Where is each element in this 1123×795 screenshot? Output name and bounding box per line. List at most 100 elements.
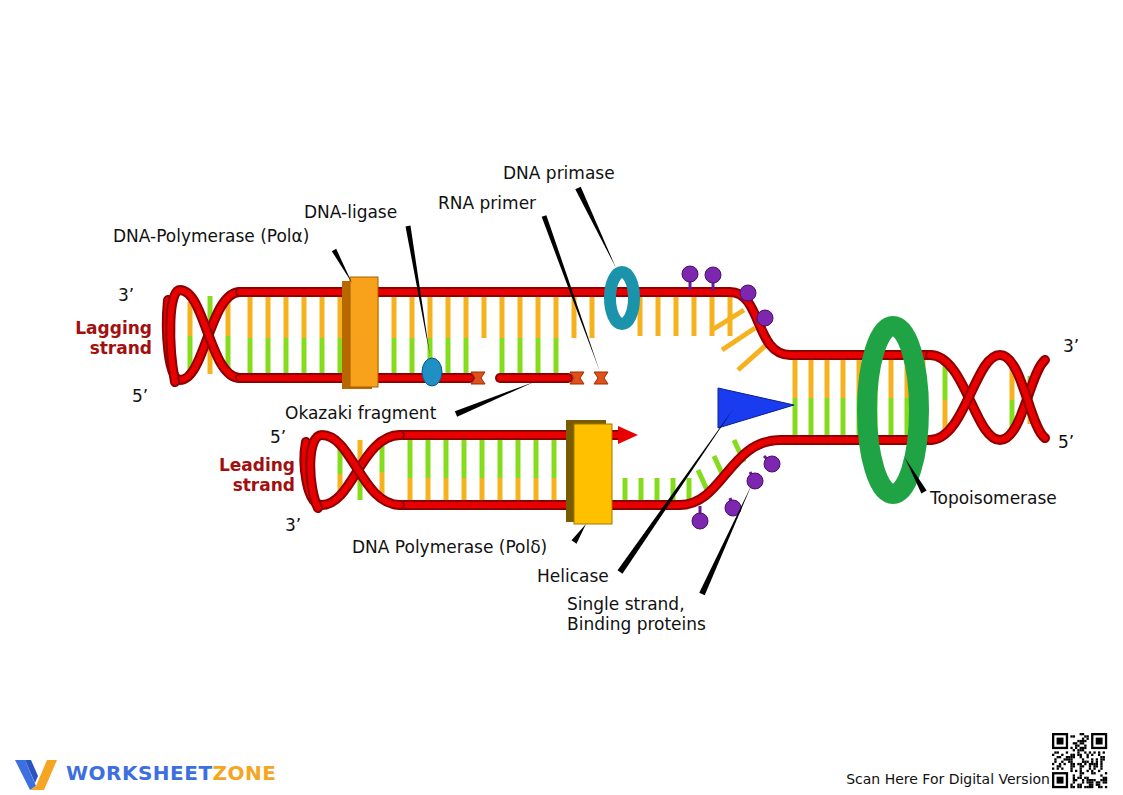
qr-module xyxy=(1080,740,1082,742)
enzyme-label: Helicase xyxy=(537,566,609,586)
qr-module xyxy=(1087,781,1089,783)
qr-module xyxy=(1075,747,1077,749)
base-pair xyxy=(825,398,830,435)
base-pair xyxy=(825,360,830,398)
base-pair xyxy=(534,478,539,500)
qr-module xyxy=(1082,772,1084,774)
qr-finder xyxy=(1054,735,1066,747)
qr-module xyxy=(1070,770,1072,772)
qr-module xyxy=(1070,784,1072,786)
qr-module xyxy=(1068,761,1070,763)
base-pair xyxy=(428,297,433,338)
qr-module xyxy=(1073,735,1075,737)
qr-finder xyxy=(1052,733,1068,749)
base-pair xyxy=(639,478,644,500)
base-pair xyxy=(809,398,814,435)
base-pair xyxy=(392,297,397,338)
dna-strand xyxy=(310,435,400,508)
qr-module xyxy=(1080,749,1082,751)
qr-module xyxy=(1100,765,1102,767)
qr-module xyxy=(1093,763,1095,765)
qr-module xyxy=(1082,740,1084,742)
qr-module xyxy=(1080,770,1082,772)
qr-module xyxy=(1073,777,1075,779)
qr-module xyxy=(1100,774,1102,776)
qr-module xyxy=(1093,765,1095,767)
qr-module xyxy=(1091,763,1093,765)
qr-module xyxy=(1082,742,1084,744)
dna-strand xyxy=(170,290,240,382)
base-pair xyxy=(590,297,595,338)
base-pair xyxy=(692,297,697,336)
qr-module xyxy=(1091,754,1093,756)
qr-module xyxy=(1084,786,1086,788)
qr-module xyxy=(1096,758,1098,760)
qr-module xyxy=(1089,768,1091,770)
qr-module xyxy=(1070,761,1072,763)
qr-module xyxy=(1080,768,1082,770)
qr-finder xyxy=(1096,738,1103,745)
qr-module xyxy=(1089,781,1091,783)
qr-module xyxy=(1077,745,1079,747)
base-pair xyxy=(687,478,692,500)
logo-wordmark: WORKSHEETZONE xyxy=(66,760,276,786)
qr-module xyxy=(1073,765,1075,767)
dna-ligase xyxy=(422,358,442,386)
qr-module xyxy=(1103,758,1105,760)
leader-line xyxy=(905,458,927,493)
qr-module xyxy=(1105,772,1107,774)
base-pair xyxy=(500,338,505,373)
qr-module xyxy=(1082,749,1084,751)
logo-mark xyxy=(25,760,38,783)
qr-module xyxy=(1103,781,1105,783)
qr-module xyxy=(1091,784,1093,786)
base-pair xyxy=(516,440,521,478)
qr-module xyxy=(1105,779,1107,781)
qr-module xyxy=(1075,745,1077,747)
qr-module xyxy=(1098,751,1100,753)
base-pair xyxy=(534,440,539,478)
qr-module xyxy=(1075,742,1077,744)
qr-module xyxy=(1093,751,1095,753)
qr-module xyxy=(1080,733,1082,735)
base-pair xyxy=(426,478,431,500)
qr-module xyxy=(1091,761,1093,763)
qr-module xyxy=(1096,781,1098,783)
base-pair xyxy=(320,297,325,338)
strand-name: Lagging strand xyxy=(62,318,152,358)
ssb-protein xyxy=(705,267,721,283)
qr-finder xyxy=(1093,735,1105,747)
qr-module xyxy=(1057,756,1059,758)
base-pair xyxy=(674,297,679,336)
qr-module xyxy=(1082,747,1084,749)
qr-module xyxy=(1084,740,1086,742)
qr-module xyxy=(1087,738,1089,740)
qr-module xyxy=(1066,758,1068,760)
qr-module xyxy=(1098,770,1100,772)
qr-module xyxy=(1073,781,1075,783)
qr-module xyxy=(1080,747,1082,749)
base-pair xyxy=(426,440,431,478)
qr-module xyxy=(1077,784,1079,786)
base-pair xyxy=(498,478,503,500)
qr-module xyxy=(1057,768,1059,770)
base-pair xyxy=(444,440,449,478)
enzyme-label: DNA primase xyxy=(503,163,615,183)
base-pair xyxy=(338,338,343,373)
leader-lines xyxy=(332,187,927,596)
qr-module xyxy=(1073,779,1075,781)
qr-module xyxy=(1100,763,1102,765)
qr-module xyxy=(1082,738,1084,740)
base-pair xyxy=(656,297,661,336)
base-pair xyxy=(480,440,485,478)
qr-module xyxy=(1080,784,1082,786)
qr-module xyxy=(1103,777,1105,779)
qr-module xyxy=(1098,784,1100,786)
logo-text: ZONE xyxy=(213,760,277,786)
strand-name: Leading strand xyxy=(205,455,295,495)
qr-module xyxy=(1087,761,1089,763)
rna-primer xyxy=(594,372,608,384)
qr-module xyxy=(1089,765,1091,767)
base-pair xyxy=(410,338,415,373)
strand-end-label: 3’ xyxy=(285,515,301,535)
